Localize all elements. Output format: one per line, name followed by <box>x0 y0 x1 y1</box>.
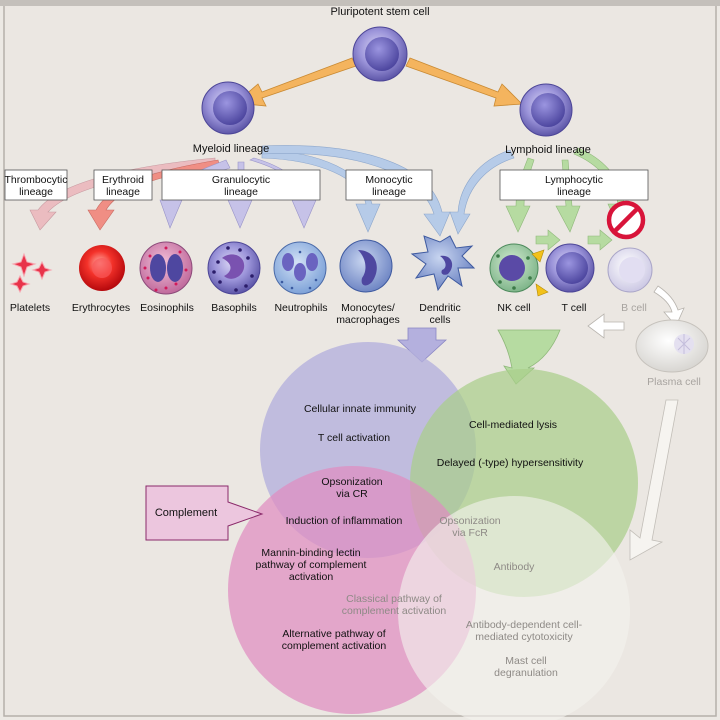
antibody-circle <box>398 496 630 720</box>
b-cell <box>607 247 653 293</box>
plasma-to-functions-arrow <box>629 399 679 561</box>
mannin-pathway-1: Mannin-binding lectin <box>261 547 360 559</box>
nk-cell-label: NK cell <box>497 302 530 314</box>
lymphoid-lineage-label: Lymphoid lineage <box>505 144 591 156</box>
monocytic-lineage-box <box>345 169 433 201</box>
prohibited-icon <box>606 200 646 240</box>
nk-to-t-small-arrow <box>535 229 561 251</box>
neutrophils-label: Neutrophils <box>274 302 327 314</box>
dendritic-cell <box>410 235 476 292</box>
complement-label: Complement <box>155 507 217 519</box>
stem-to-lymphoid-arrow <box>405 57 523 107</box>
erythrocytes-label: Erythrocytes <box>72 302 130 314</box>
b-to-t-back-arrow <box>587 313 625 339</box>
erythroid-lineage-box <box>93 169 153 201</box>
mast-cell-2: degranulation <box>494 667 558 679</box>
lymphocytic-label-1: Lymphocytic <box>545 174 603 186</box>
dendritic-label-1: Dendritic <box>419 302 460 314</box>
opsonization-cr-2: via CR <box>336 488 368 500</box>
top-border <box>0 0 720 6</box>
basophil-cell <box>207 241 261 295</box>
induction-of-inflammation: Induction of inflammation <box>286 515 403 527</box>
b-to-plasma-arrow <box>653 285 685 327</box>
monocytes-label-1: Monocytes/ <box>341 302 395 314</box>
lymphocytic-label-2: lineage <box>557 186 591 198</box>
classical-pathway-1: Classical pathway of <box>346 593 442 605</box>
monocytic-label-2: lineage <box>372 186 406 198</box>
eosinophils-label: Eosinophils <box>140 302 194 314</box>
monocytic-label-1: Monocytic <box>365 174 412 186</box>
cell-mediated-lysis: Cell-mediated lysis <box>469 419 557 431</box>
platelets-label: Platelets <box>10 302 50 314</box>
stem-cell <box>352 26 408 82</box>
granulocytic-label-2: lineage <box>224 186 258 198</box>
plasma-cell <box>635 319 709 373</box>
neutrophil-cell <box>273 241 327 295</box>
t-cell-activation: T cell activation <box>318 432 390 444</box>
granulocytic-lineage-box <box>161 169 321 201</box>
monocytes-label-2: macrophages <box>336 314 400 326</box>
alternative-pathway-2: complement activation <box>282 640 387 652</box>
erythroid-label-2: lineage <box>106 186 140 198</box>
lymphocytic-lineage-box <box>499 169 649 201</box>
erythroid-label-1: Erythroid <box>102 174 144 186</box>
thrombocytic-label-1: Thrombocytic <box>4 174 67 186</box>
delayed-hypersensitivity: Delayed (-type) hypersensitivity <box>437 457 584 469</box>
t-cell <box>545 243 595 293</box>
dendritic-label-2: cells <box>429 314 450 326</box>
myeloid-progenitor-cell <box>201 81 255 135</box>
basophils-label: Basophils <box>211 302 257 314</box>
eosinophil-cell <box>139 241 193 295</box>
alternative-pathway-1: Alternative pathway of <box>282 628 385 640</box>
b-cell-label: B cell <box>621 302 647 314</box>
adcc-1: Antibody-dependent cell- <box>466 619 583 631</box>
monocyte-cell <box>339 239 393 293</box>
myeloid-lineage-label: Myeloid lineage <box>193 143 269 155</box>
mast-cell-1: Mast cell <box>505 655 546 667</box>
classical-pathway-2: complement activation <box>342 605 447 617</box>
erythrocyte-cell <box>79 245 125 291</box>
nk-cell <box>489 243 549 297</box>
complement-callout <box>145 485 264 541</box>
myeloid-to-functions-arrow <box>396 327 448 363</box>
adcc-2: mediated cytotoxicity <box>475 631 573 643</box>
opsonization-cr-1: Opsonization <box>321 476 382 488</box>
lymphoid-to-dendritic-arrow <box>449 149 515 235</box>
antibody-label: Antibody <box>494 561 536 573</box>
thrombocytic-label-2: lineage <box>19 186 53 198</box>
granulocytic-label-1: Granulocytic <box>212 174 270 186</box>
dendritic-arrow <box>261 145 451 237</box>
mannin-pathway-2: pathway of complement <box>256 559 367 571</box>
opsonization-fcr-1: Opsonization <box>439 515 500 527</box>
t-cell-label: T cell <box>562 302 587 314</box>
t-to-b-small-arrow <box>587 229 613 251</box>
opsonization-fcr-2: via FcR <box>452 527 488 539</box>
lymphoid-progenitor-cell <box>519 83 573 137</box>
cellular-innate-immunity: Cellular innate immunity <box>304 403 417 415</box>
thrombocytic-lineage-box <box>4 169 68 201</box>
mannin-pathway-3: activation <box>289 571 334 583</box>
monocytic-arrow <box>261 149 381 233</box>
platelets-icon <box>9 252 53 294</box>
plasma-cell-label: Plasma cell <box>647 376 701 388</box>
stem-cell-label: Pluripotent stem cell <box>330 6 429 18</box>
